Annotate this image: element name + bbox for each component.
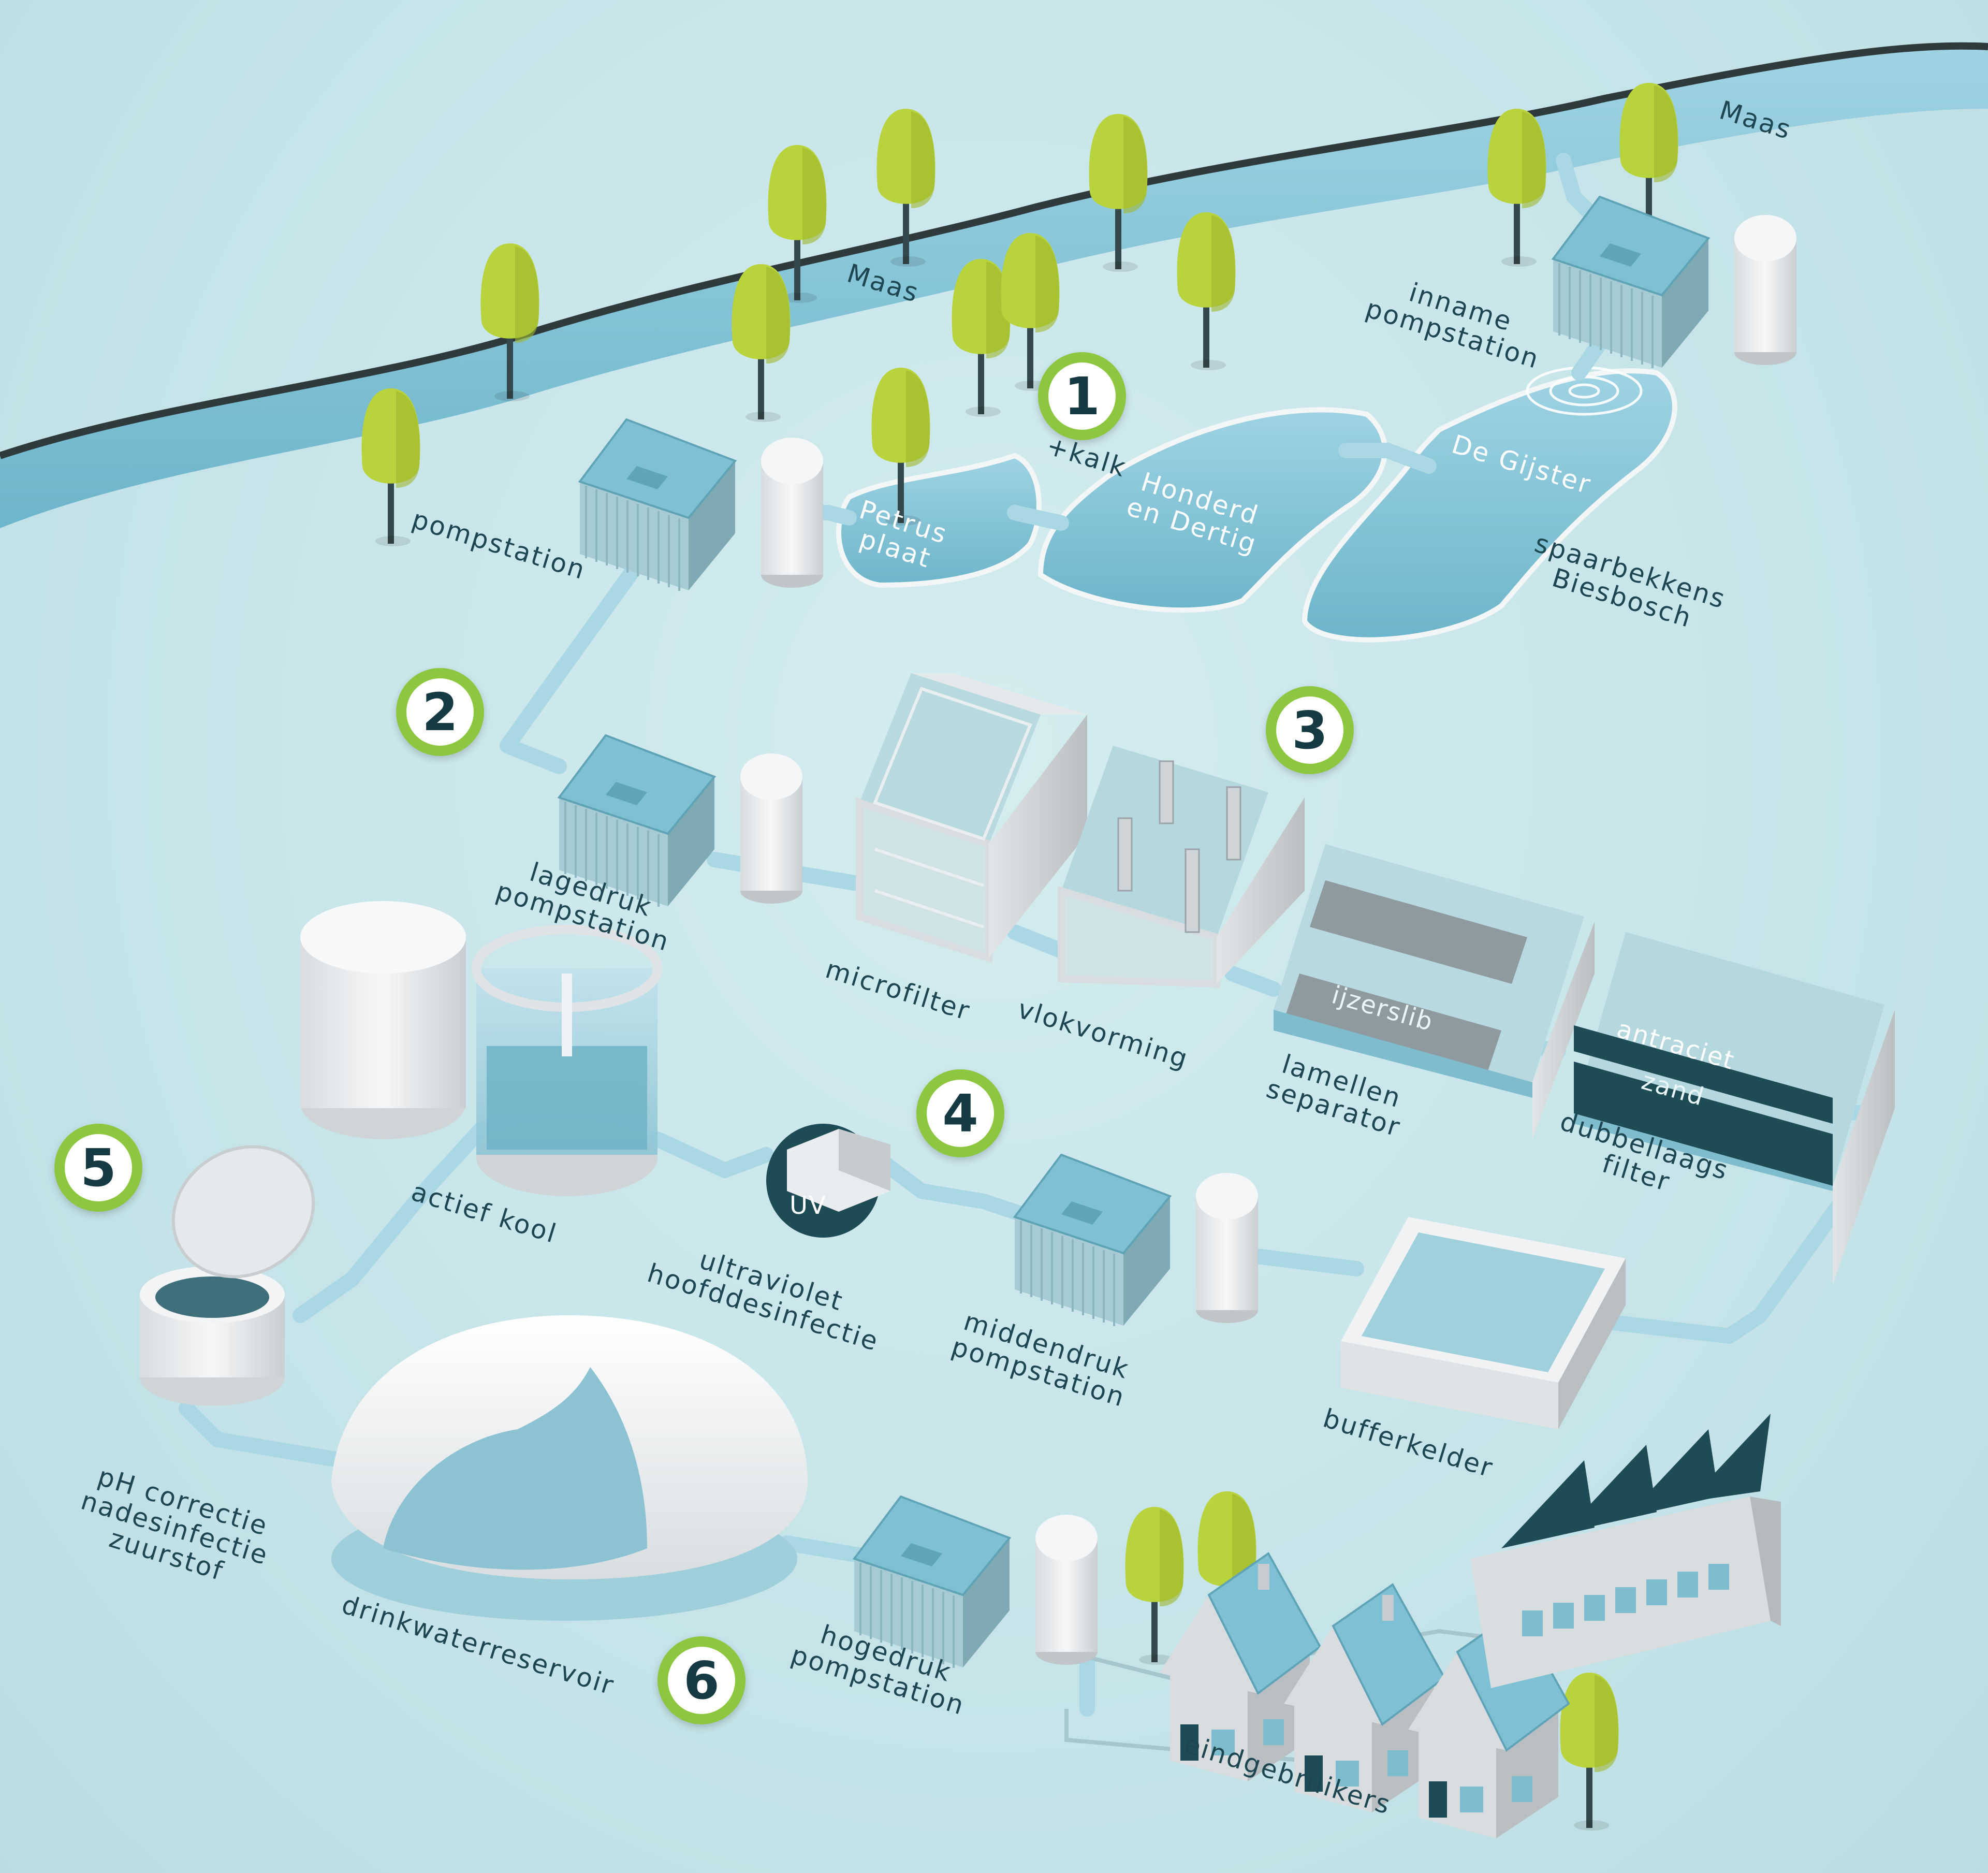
pump-group	[557, 195, 1796, 1668]
tree-icon	[732, 264, 791, 422]
reservoir-de-gijster	[1302, 368, 1677, 643]
house-group	[1160, 1552, 1570, 1838]
tree-icon	[1487, 109, 1546, 267]
tree-icon	[876, 109, 935, 267]
pump-building-icon	[578, 418, 823, 591]
tree-icon	[871, 368, 930, 526]
buffer-cellar-basin	[1341, 1217, 1626, 1429]
step-badge-4: 4	[916, 1069, 1004, 1157]
ph-correction-tank	[140, 1145, 315, 1406]
pump-building-icon	[557, 734, 802, 907]
storage-silo	[300, 901, 466, 1139]
step-badge-2: 2	[396, 668, 484, 756]
step-badge-5: 5	[54, 1124, 142, 1212]
step-badge-6: 6	[657, 1636, 746, 1724]
tree-icon	[361, 388, 420, 546]
tree-icon	[480, 243, 539, 401]
active-carbon-tank	[472, 925, 662, 1196]
tree-icon	[1125, 1507, 1184, 1665]
double-layer-filter-basin	[1574, 932, 1895, 1284]
pump-building-icon	[852, 1495, 1098, 1668]
microfilter-basin	[856, 673, 1087, 963]
tree-icon	[1177, 212, 1236, 370]
tree-icon	[1001, 233, 1060, 391]
uv-unit	[766, 1124, 890, 1238]
step-badge-1: 1	[1038, 352, 1126, 440]
tree-icon	[1560, 1673, 1619, 1831]
drinking-water-reservoir-dome	[331, 1315, 808, 1621]
river-bank	[0, 42, 1988, 459]
lamellae-separator-basin	[1274, 844, 1595, 1139]
reservoir-petrus-plaat	[836, 453, 1042, 588]
pump-building-icon	[1013, 1153, 1258, 1326]
step-badge-3: 3	[1266, 686, 1354, 774]
flocculation-basin	[1058, 746, 1305, 988]
reservoir-honderd-en-dertig	[1037, 407, 1387, 613]
tree-icon	[1089, 114, 1148, 272]
uv-plate: UV	[790, 1191, 827, 1220]
factory-icon	[1470, 1414, 1781, 1688]
tree-icon	[768, 145, 827, 303]
pump-building-icon	[1551, 195, 1796, 368]
